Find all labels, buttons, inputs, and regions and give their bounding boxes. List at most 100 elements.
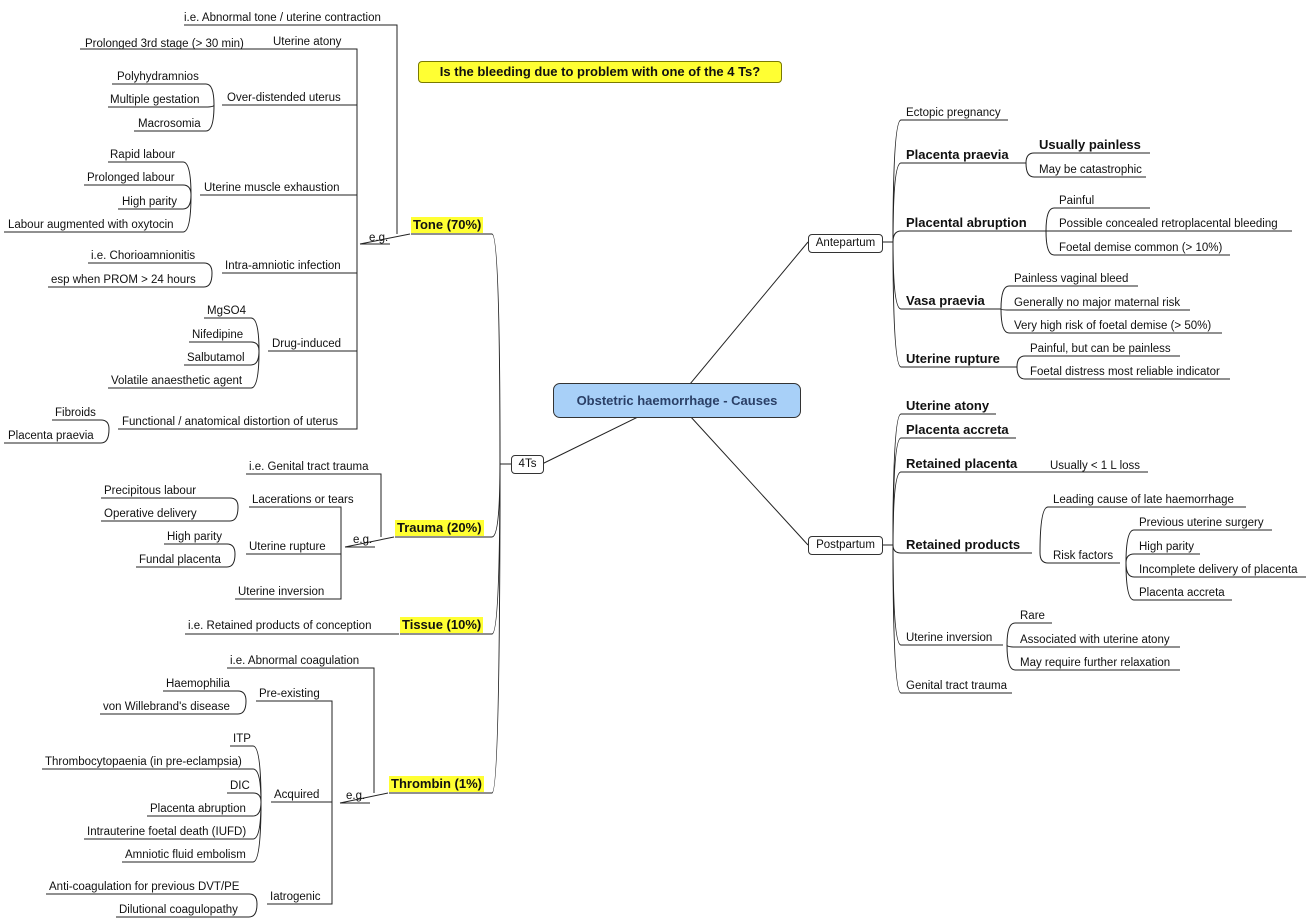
trauma-high-parity: High parity xyxy=(167,531,222,543)
connector-38 xyxy=(235,546,342,600)
connector-74 xyxy=(1016,355,1180,368)
thrombin-afe: Amniotic fluid embolism xyxy=(125,849,246,861)
connector-46 xyxy=(227,667,375,794)
ante-painless-bleed: Painless vaginal bleed xyxy=(1014,273,1129,285)
connector-92 xyxy=(1006,644,1180,671)
tone-labour-oxytocin: Labour augmented with oxytocin xyxy=(8,219,174,231)
ante-no-maternal-risk: Generally no major maternal risk xyxy=(1014,297,1181,309)
thrombin-haemophilia: Haemophilia xyxy=(166,678,230,690)
connector-24 xyxy=(4,194,192,233)
node-postpartum: Postpartum xyxy=(808,536,883,555)
tone-drug-induced: Drug-induced xyxy=(272,338,342,350)
tone-nifedipine: Nifedipine xyxy=(192,329,244,341)
trauma-lacerations: Lacerations or tears xyxy=(252,494,354,506)
connector-27 xyxy=(204,317,260,352)
tone-distortion: Functional / anatomical distortion of ut… xyxy=(122,416,339,428)
trauma-fundal: Fundal placenta xyxy=(139,554,221,566)
thrombin-iatrogenic: Iatrogenic xyxy=(270,891,321,903)
node-antepartum: Antepartum xyxy=(808,234,883,253)
post-risk-accreta: Placenta accreta xyxy=(1139,587,1225,599)
post-retained-placenta: Retained placenta xyxy=(906,456,1018,471)
connector-42 xyxy=(136,553,236,568)
trauma-ie: i.e. Genital tract trauma xyxy=(249,461,369,473)
thrombin-ie: i.e. Abnormal coagulation xyxy=(230,655,360,667)
post-retained-products: Retained products xyxy=(906,537,1021,552)
question-banner: Is the bleeding due to problem with one … xyxy=(418,61,782,83)
connector-90 xyxy=(1006,622,1052,646)
connector-17 xyxy=(118,244,358,430)
connector-59 xyxy=(116,903,258,918)
post-high-parity: High parity xyxy=(1139,541,1194,553)
post-assoc-atony: Associated with uterine atony xyxy=(1020,634,1170,646)
connector-0 xyxy=(541,415,641,465)
post-risk-factors: Risk factors xyxy=(1053,550,1114,562)
connector-87 xyxy=(1125,553,1200,564)
root-node: Obstetric haemorrhage - Causes xyxy=(553,383,801,418)
thrombin-acquired: Acquired xyxy=(274,789,320,801)
ante-foetal-demise: Foetal demise common (> 10%) xyxy=(1059,242,1223,254)
thrombin-placenta-abruption: Placenta abruption xyxy=(150,803,246,815)
thrombin-eg: e.g. xyxy=(346,790,366,802)
tone-intra-amniotic: Intra-amniotic infection xyxy=(225,260,341,272)
connector-11 xyxy=(270,48,358,244)
connector-6 xyxy=(389,463,501,794)
tone-placenta-praevia: Placenta praevia xyxy=(8,430,94,442)
node-trauma: Trauma (20%) xyxy=(395,520,484,536)
connector-10 xyxy=(184,24,398,234)
connector-8 xyxy=(359,233,411,245)
connector-2 xyxy=(689,415,809,546)
connector-31 xyxy=(52,419,110,430)
connector-71 xyxy=(1000,285,1138,310)
thrombin-dilutional: Dilutional coagulopathy xyxy=(119,904,238,916)
connector-65 xyxy=(892,241,1017,368)
connector-89 xyxy=(1125,562,1232,601)
connector-82 xyxy=(892,544,1012,694)
tone-salbutamol: Salbutamol xyxy=(187,352,245,364)
connector-26 xyxy=(48,272,213,288)
tone-macrosomia: Macrosomia xyxy=(138,118,201,130)
connector-62 xyxy=(892,162,1026,243)
trauma-precipitous: Precipitous labour xyxy=(104,485,197,497)
thrombin-dic: DIC xyxy=(230,780,250,792)
connector-33 xyxy=(344,536,395,548)
tone-prom: esp when PROM > 24 hours xyxy=(51,274,196,286)
ante-catastrophic: May be catastrophic xyxy=(1039,164,1142,176)
ante-painful: Painful xyxy=(1059,195,1095,207)
ante-concealed: Possible concealed retroplacental bleedi… xyxy=(1059,218,1278,230)
node-thrombin: Thrombin (1%) xyxy=(389,776,484,792)
trauma-rupture: Uterine rupture xyxy=(249,541,326,553)
post-leading-cause: Leading cause of late haemorrhage xyxy=(1053,494,1234,506)
connector-22 xyxy=(84,184,192,196)
thrombin-iufd: Intrauterine foetal death (IUFD) xyxy=(87,826,247,838)
node-tissue: Tissue (10%) xyxy=(400,617,484,633)
connector-20 xyxy=(134,104,215,132)
connector-66 xyxy=(1025,152,1150,164)
post-uterine-inversion: Uterine inversion xyxy=(906,632,993,644)
connector-85 xyxy=(1039,552,1120,564)
tone-prolonged-3rd: Prolonged 3rd stage (> 30 min) xyxy=(85,38,244,50)
connector-36 xyxy=(249,506,342,548)
connector-68 xyxy=(1045,207,1150,232)
connector-70 xyxy=(1045,230,1230,256)
connector-51 xyxy=(100,700,247,715)
connector-49 xyxy=(267,803,333,905)
connector-47 xyxy=(256,700,333,803)
tone-multiple-gestation: Multiple gestation xyxy=(110,94,200,106)
tone-over-distended: Over-distended uterus xyxy=(227,92,341,104)
connector-18 xyxy=(112,83,215,106)
connector-75 xyxy=(1016,366,1230,380)
ante-foetal-distress: Foetal distress most reliable indicator xyxy=(1030,366,1220,378)
trauma-operative: Operative delivery xyxy=(104,508,197,520)
post-rare: Rare xyxy=(1020,610,1045,622)
tone-mgso4: MgSO4 xyxy=(207,305,246,317)
node-tone: Tone (70%) xyxy=(411,217,484,233)
post-incomplete-delivery: Incomplete delivery of placenta xyxy=(1139,564,1298,576)
connector-25 xyxy=(88,262,213,274)
connector-67 xyxy=(1025,162,1146,178)
connector-58 xyxy=(46,893,258,905)
ante-ectopic: Ectopic pregnancy xyxy=(906,107,1001,119)
connector-40 xyxy=(101,506,239,522)
tone-fibroids: Fibroids xyxy=(55,407,96,419)
tone-high-parity: High parity xyxy=(122,196,177,208)
connector-28 xyxy=(189,341,260,352)
